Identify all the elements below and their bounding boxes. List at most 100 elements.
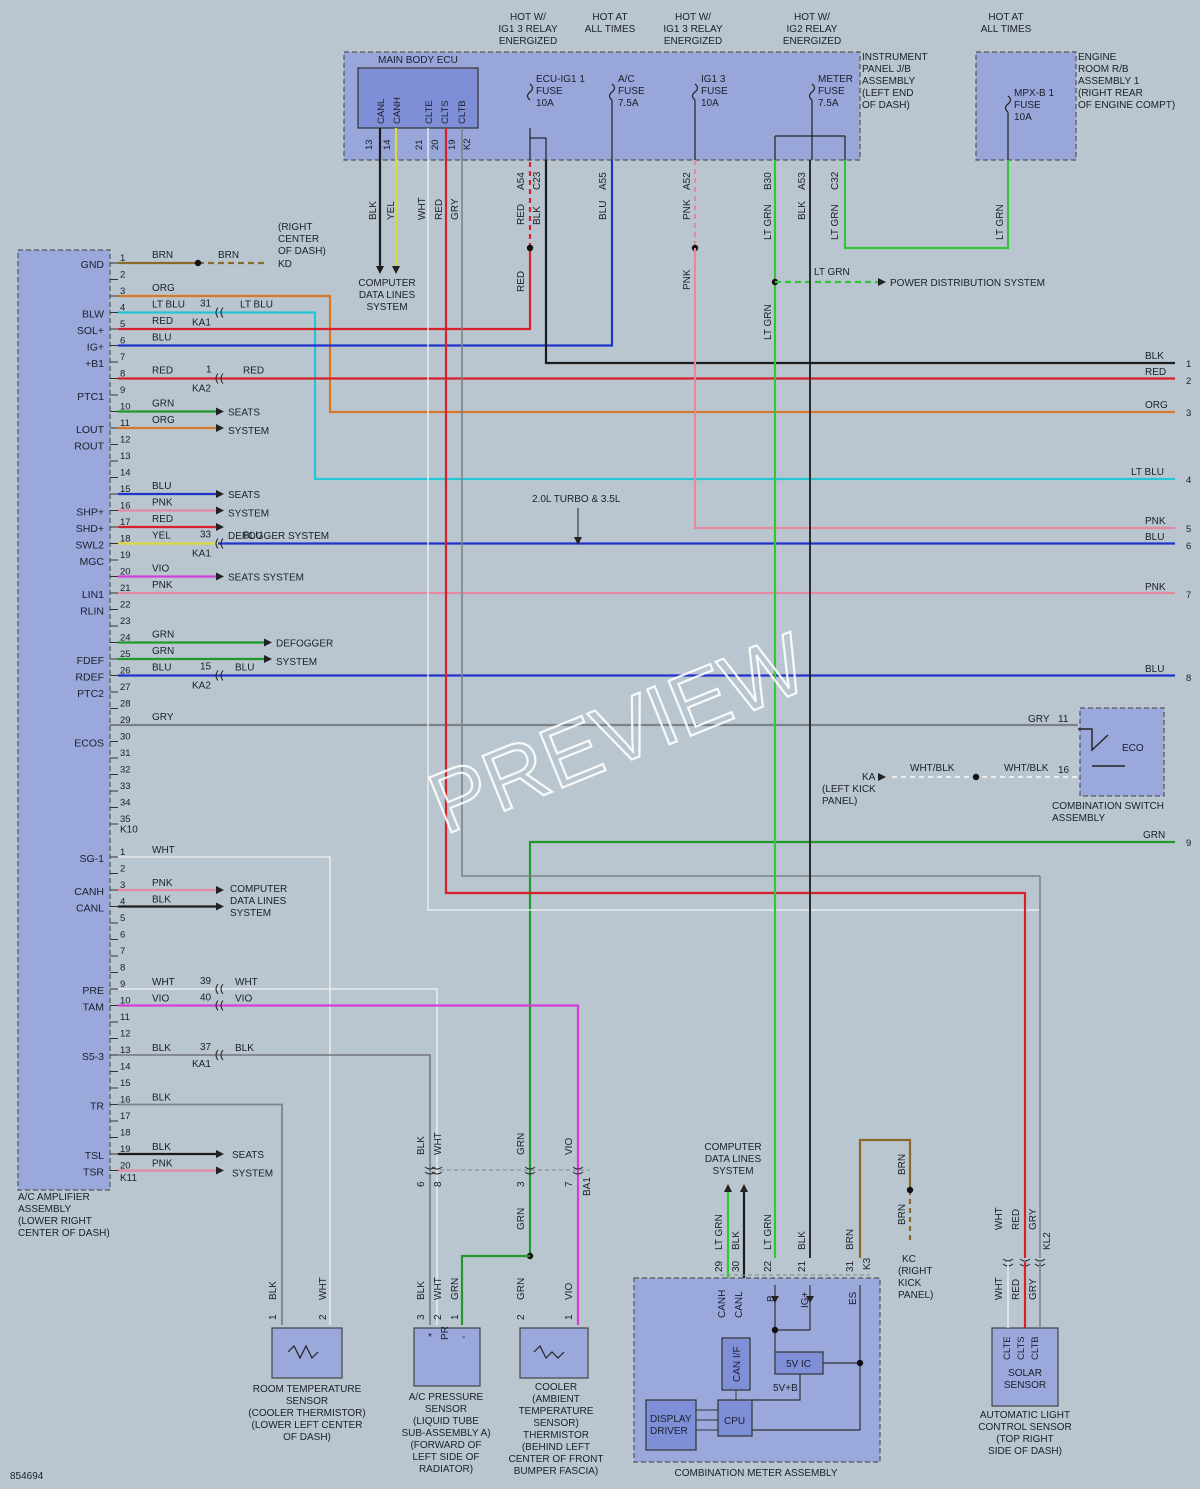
wire-label: BRN <box>218 250 239 261</box>
fuse-icon <box>1004 95 1012 113</box>
k10-pin: 18 <box>120 534 131 545</box>
wire-label: GRY <box>1028 1208 1039 1230</box>
hot-label: ENERGIZED <box>499 36 557 47</box>
inline-connector-name: KA2 <box>192 384 211 395</box>
sensor-label: BUMPER FASCIA) <box>514 1466 598 1477</box>
arrow-icon <box>264 655 272 663</box>
thermistor-icon <box>287 1344 319 1360</box>
wire-label: RED <box>1145 367 1166 378</box>
inline-connector-name: KA2 <box>192 681 211 692</box>
k11-signal: S5-3 <box>82 1051 104 1063</box>
wire-label: GRY <box>1028 1278 1039 1300</box>
wire-label: GRY <box>1028 714 1050 725</box>
k11-pin: 13 <box>120 1045 131 1056</box>
system-label: SYSTEM <box>230 908 271 919</box>
meter-connector: K3 <box>862 1257 873 1270</box>
ecu-pin-label: CLTS <box>440 100 451 124</box>
k10-signal: SWL2 <box>75 540 104 552</box>
ka-location: PANEL) <box>822 796 857 807</box>
meter-label: COMBINATION METER ASSEMBLY <box>675 1468 838 1479</box>
wire-label: ORG <box>152 283 175 294</box>
wire-label: VIO <box>235 994 252 1005</box>
k11-pin: 10 <box>120 996 131 1007</box>
sensor-label: (COOLER THERMISTOR) <box>248 1408 365 1419</box>
k10-signal: +B1 <box>85 358 104 370</box>
k10-signal: ECOS <box>74 738 104 750</box>
inline-connector <box>572 1166 584 1175</box>
wire-label: GRN <box>152 399 174 410</box>
k11-pin: 14 <box>120 1062 131 1073</box>
inline-connector <box>524 1166 536 1175</box>
ecu-pin-number: 20 <box>430 139 441 150</box>
5v-b-label: 5V+B <box>773 1383 798 1394</box>
inline-connector-name: KA1 <box>192 549 211 560</box>
wire-label: PNK <box>682 269 693 290</box>
wire-label: LT GRN <box>714 1214 725 1250</box>
wire-label: LT BLU <box>1131 467 1164 478</box>
can-if-label: CAN I/F <box>732 1346 743 1382</box>
wire-grn <box>460 1254 530 1325</box>
ac-pressure-sensor <box>413 1327 481 1387</box>
wire-label: WHT <box>152 977 175 988</box>
wire-label: BRN <box>152 250 173 261</box>
hot-label: HOT AT <box>592 12 627 23</box>
sensor-label: A/C PRESSURE <box>409 1392 484 1403</box>
wire-vio <box>118 1004 580 1325</box>
inline-pin: 15 <box>200 662 212 673</box>
arrow-icon <box>216 424 224 432</box>
meter-internal <box>752 1285 861 1431</box>
k10-pin: 25 <box>120 649 131 660</box>
inline-connector <box>215 307 224 318</box>
inline-pin: 39 <box>200 976 212 987</box>
wire-label: BLK <box>152 1093 171 1104</box>
sensor-label: AUTOMATIC LIGHT <box>980 1410 1070 1421</box>
wire-label: RED <box>152 366 173 377</box>
inline-connector <box>215 373 224 384</box>
wire-label: BLU <box>235 663 254 674</box>
fuse-label: FUSE <box>618 86 645 97</box>
k10-signal: MGC <box>80 556 105 568</box>
inline-pin: 1 <box>206 365 212 376</box>
wire-label: BLK <box>152 1043 171 1054</box>
system-label: COMPUTER <box>704 1142 761 1153</box>
arrow-icon <box>216 1150 224 1158</box>
jb-label: (LEFT END <box>862 88 914 99</box>
wire-label: BLK <box>416 1136 427 1155</box>
k10-pin: 11 <box>120 418 130 429</box>
wire-red <box>444 128 1027 1258</box>
inline-pin: 8 <box>433 1181 444 1187</box>
engine-room-label: ASSEMBLY 1 <box>1078 76 1140 87</box>
wire-label: RED <box>1011 1209 1022 1230</box>
room-temp-sensor <box>271 1327 343 1379</box>
hot-label: HOT AT <box>988 12 1023 23</box>
inline-pin: 6 <box>416 1181 427 1187</box>
wire-label: BLU <box>152 481 171 492</box>
hot-label: ALL TIMES <box>981 24 1032 35</box>
sensor-label: LEFT SIDE OF <box>412 1452 479 1463</box>
wire-label: GRN <box>516 1278 527 1300</box>
wire-label: BLU <box>1145 532 1164 543</box>
arrow-icon <box>376 266 384 274</box>
fuse-icon <box>608 83 616 101</box>
diode-icon <box>771 1296 779 1303</box>
k10-signal: BLW <box>82 309 104 321</box>
edge-ref-number: 1 <box>1186 359 1191 370</box>
wire-label: LT GRN <box>830 204 841 240</box>
hot-label: ENERGIZED <box>664 36 722 47</box>
amplifier-label: ASSEMBLY <box>18 1204 71 1215</box>
k10-pin: 3 <box>120 286 125 297</box>
k10-pin: 31 <box>120 748 131 759</box>
system-label: DATA LINES <box>359 290 416 301</box>
arrow-icon <box>216 490 224 498</box>
k10-pin: 29 <box>120 715 131 726</box>
fuse-label: ECU-IG1 1 <box>536 74 585 85</box>
k10-signal: PTC2 <box>77 688 104 700</box>
fuse-label: 10A <box>536 98 554 109</box>
display-driver-block <box>645 1399 697 1451</box>
pressure-pin: - <box>462 1332 465 1343</box>
k10-signal: ROUT <box>74 441 104 453</box>
connector-label: B30 <box>763 172 774 190</box>
wire-label: WHT <box>433 1132 444 1155</box>
engine-room-label: (RIGHT REAR <box>1078 88 1143 99</box>
splice <box>526 244 534 252</box>
